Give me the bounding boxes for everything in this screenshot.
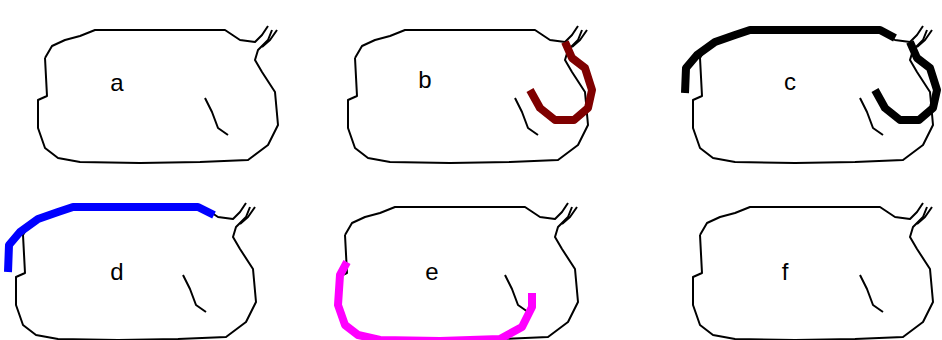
panel-letter: d (110, 260, 123, 284)
panel-letter: c (784, 70, 796, 94)
panel-letter: e (425, 260, 438, 284)
brain-outline (693, 203, 933, 340)
highlight-segment (875, 42, 937, 120)
brain-outline (693, 26, 933, 163)
panel-letter: b (418, 68, 431, 92)
brain-outline (348, 26, 588, 163)
brain-outline (338, 203, 578, 340)
brain-outline (16, 203, 256, 340)
panel-letter: f (782, 260, 789, 284)
panel-letter: a (110, 71, 123, 95)
highlight-segment (685, 30, 895, 93)
highlight-segment (530, 42, 592, 120)
brain-outline (38, 26, 278, 163)
